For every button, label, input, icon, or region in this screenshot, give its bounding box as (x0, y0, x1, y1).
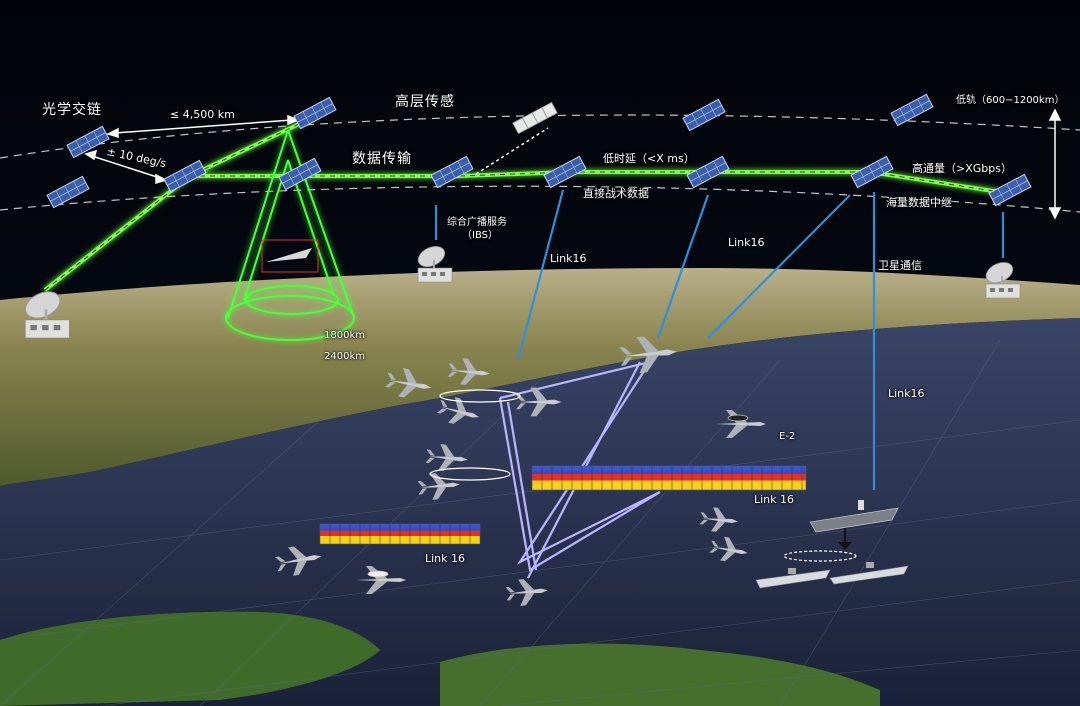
formation-ellipse (439, 389, 521, 403)
target-aircraft-icon (266, 248, 312, 262)
direct-tactical-data-label: 直接战术数据 (583, 187, 649, 200)
formation-ellipse (429, 467, 511, 481)
link16-band-small-label: Link 16 (425, 552, 466, 565)
data-transmission-label: 数据传输 (352, 151, 412, 167)
crosslink-arrows (84, 114, 549, 185)
ibs-label: 综合广播服务 (447, 217, 507, 228)
range-2400-label: 2400km (324, 351, 365, 362)
link16-band-large (531, 465, 807, 491)
link16-label-right: Link16 (888, 387, 925, 400)
high-layer-sensing-label: 高层传感 (395, 94, 455, 110)
link16-label-left: Link16 (550, 252, 587, 265)
link16-label-center: Link16 (728, 236, 765, 249)
island-right (440, 643, 880, 706)
target-box (261, 239, 319, 273)
massive-data-relay-label: 海量数据中继 (886, 196, 952, 209)
low-latency-label: 低时延（<X ms） (603, 152, 695, 165)
low-orbit-label: 低轨（600−1200km） (956, 95, 1065, 106)
link16-band-large-label: Link 16 (754, 493, 795, 506)
carrier-ship-icon (809, 500, 899, 550)
satcom-label: 卫星通信 (878, 259, 922, 272)
link16-band-small (319, 523, 481, 545)
land (0, 268, 1080, 486)
fleet-ellipse (783, 550, 857, 562)
e2-label: E-2 (779, 431, 796, 442)
relay-satellite-icon (512, 101, 558, 135)
optical-crosslink-label: 光学交链 (42, 102, 102, 118)
crosslink-distance-label: ≤ 4,500 km (170, 108, 235, 121)
destroyer-ship-icon (755, 562, 909, 589)
sea (0, 318, 1080, 706)
high-throughput-label: 高通量（>XGbps） (912, 162, 1012, 175)
awacs-aircraft-icon (356, 410, 766, 594)
altitude-arrow (1048, 108, 1062, 220)
downlinks (434, 189, 1005, 490)
ibs-abbrev-label: （IBS） (462, 230, 498, 241)
orbit-lines (0, 114, 1080, 213)
range-1800-label: 1800km (324, 330, 365, 341)
